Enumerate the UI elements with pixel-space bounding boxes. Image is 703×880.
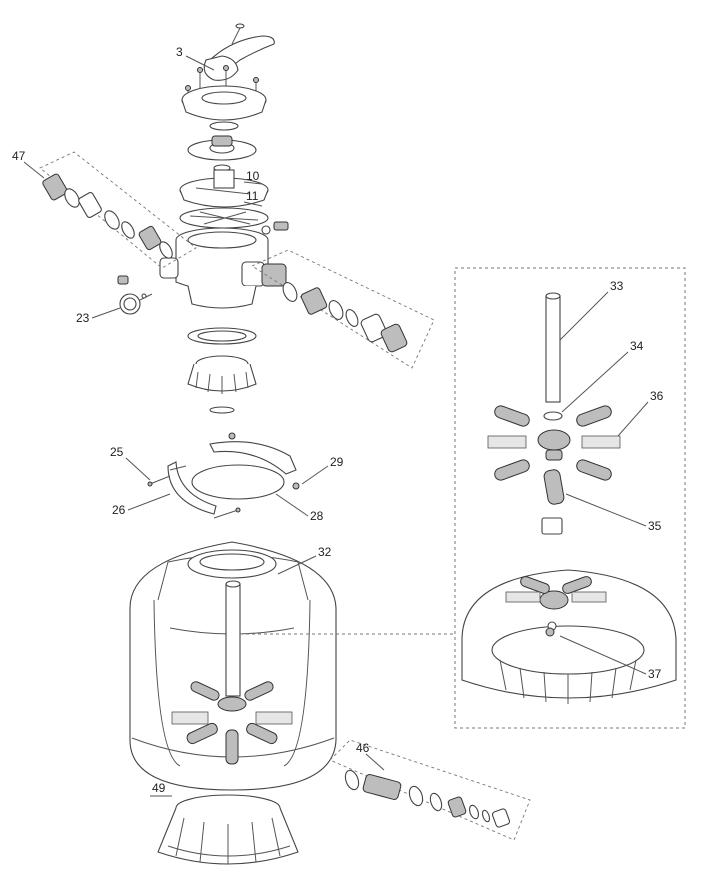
drain-parts — [344, 769, 511, 828]
rotor-gasket — [179, 207, 269, 229]
leader-35 — [565, 493, 647, 527]
label-23: 23 — [76, 311, 90, 325]
detail-laterals — [487, 405, 621, 505]
label-29: 29 — [330, 455, 344, 469]
leader-46 — [365, 753, 385, 771]
label-37: 37 — [648, 667, 662, 681]
leader-26 — [127, 493, 171, 511]
tank-laterals — [171, 681, 293, 765]
label-10: 10 — [246, 169, 260, 183]
detail-tank-bottom — [461, 569, 677, 704]
sight-glass-fitting — [261, 221, 289, 235]
clamp-upper-half — [209, 432, 297, 475]
valve-handle — [203, 23, 275, 81]
label-35: 35 — [648, 519, 662, 533]
left-union-parts — [42, 173, 173, 259]
leader-29 — [301, 465, 329, 485]
valve-adaptor-flange — [187, 355, 257, 394]
label-28: 28 — [310, 509, 324, 523]
label-34: 34 — [630, 339, 644, 353]
pressure-gauge — [117, 275, 153, 315]
label-47: 47 — [12, 149, 26, 163]
label-36: 36 — [650, 389, 664, 403]
detail-hub-plug — [541, 517, 563, 535]
leader-23 — [91, 307, 121, 319]
valve-cover — [181, 85, 267, 131]
leader-32 — [277, 555, 317, 575]
leader-37 — [559, 635, 647, 675]
label-11: 11 — [246, 189, 259, 203]
leader-47 — [23, 161, 45, 179]
leader-11 — [243, 201, 263, 207]
leader-33 — [559, 291, 609, 341]
tank-o-ring — [191, 464, 285, 500]
left-union-dashed-box — [39, 151, 197, 269]
valve-body — [159, 227, 287, 309]
label-25: 25 — [110, 445, 124, 459]
right-union-parts — [282, 282, 408, 353]
valve-stem-seals — [187, 135, 257, 172]
right-union-dashed-box — [251, 249, 435, 369]
clamp-bolts — [147, 475, 300, 519]
detail-standpipe — [545, 292, 561, 403]
detail-collector-hub — [537, 411, 571, 461]
label-26: 26 — [112, 503, 126, 517]
leader-10 — [243, 181, 263, 185]
leader-36 — [617, 401, 649, 437]
label-33: 33 — [610, 279, 624, 293]
tank-base — [157, 794, 299, 865]
leader-3 — [185, 55, 215, 71]
adaptor-o-ring — [209, 406, 235, 414]
drain-dashed-box — [329, 739, 531, 841]
label-32: 32 — [318, 545, 332, 559]
leader-34 — [561, 351, 629, 413]
valve-bottom-gasket — [187, 327, 257, 345]
clamp-lower-half — [167, 461, 217, 515]
leader-25 — [125, 457, 151, 481]
label-46: 46 — [356, 741, 370, 755]
tank-standpipe — [225, 580, 241, 697]
label-3: 3 — [176, 45, 183, 59]
leader-28 — [275, 493, 309, 517]
label-49: 49 — [152, 781, 166, 795]
detail-box — [454, 267, 686, 729]
